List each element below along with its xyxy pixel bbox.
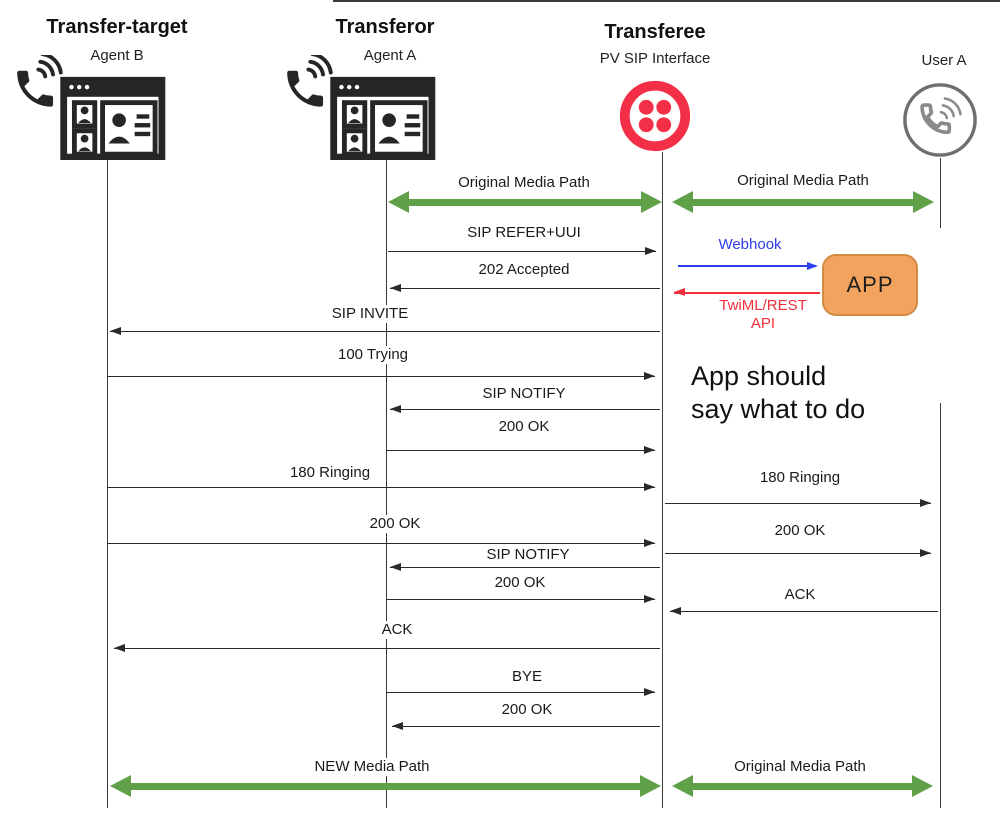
- arrowhead-left: [390, 404, 401, 413]
- green-arrowhead-right: [913, 191, 934, 213]
- actor-title-transferor: Transferor: [335, 16, 435, 38]
- green-arrowhead-left: [672, 775, 693, 797]
- message-label: 100 Trying: [333, 346, 413, 364]
- media-path-label: Original Media Path: [733, 172, 873, 190]
- message-label: 180 Ringing: [755, 469, 845, 487]
- green-arrowhead-right: [912, 775, 933, 797]
- message-label: SIP NOTIFY: [478, 385, 570, 403]
- arrowhead-left: [114, 643, 125, 652]
- app-note: App should say what to do: [691, 360, 865, 426]
- webhook-label: Webhook: [714, 236, 786, 254]
- arrowhead-right: [644, 687, 655, 696]
- arrowhead-left: [110, 326, 121, 335]
- green-arrowhead-right: [641, 191, 662, 213]
- media-path-label: Original Media Path: [454, 174, 594, 192]
- agent-b-phone-browser-icon: [8, 55, 168, 160]
- media-path-label: Original Media Path: [730, 758, 870, 776]
- message-label: 200 OK: [365, 515, 425, 533]
- message-label: 202 Accepted: [474, 261, 574, 279]
- green-arrowhead-right: [640, 775, 661, 797]
- green-arrowhead-left: [110, 775, 131, 797]
- lifeline-transferor: [385, 155, 388, 808]
- arrowhead-right: [645, 246, 656, 255]
- arrowhead-right: [644, 482, 655, 491]
- message-label: SIP INVITE: [327, 305, 413, 323]
- message-label: ACK: [377, 621, 417, 639]
- message-label: SIP NOTIFY: [482, 546, 574, 564]
- actor-title-transfer-target: Transfer-target: [46, 16, 188, 38]
- arrowhead-right: [644, 445, 655, 454]
- message-label: SIP REFER+UUI: [463, 224, 585, 242]
- arrowhead-left: [390, 283, 401, 292]
- message-label: 200 OK: [490, 574, 550, 592]
- actor-subtitle-agent-a: Agent A: [363, 47, 417, 64]
- arrowhead-right-blue: [807, 261, 818, 270]
- arrowhead-left: [670, 606, 681, 615]
- message-label: ACK: [780, 586, 820, 604]
- api-label: API: [746, 315, 780, 333]
- message-label: BYE: [507, 668, 547, 686]
- arrowhead-left: [392, 721, 403, 730]
- message-label: 200 OK: [497, 701, 557, 719]
- twiml-rest-label: TwiML/REST: [715, 297, 811, 315]
- media-path-label: NEW Media Path: [310, 758, 434, 776]
- message-label: 200 OK: [770, 522, 830, 540]
- arrowhead-right: [920, 498, 931, 507]
- agent-a-phone-browser-icon: [278, 55, 438, 160]
- arrowhead-right: [644, 371, 655, 380]
- arrowhead-left-red: [674, 288, 685, 296]
- user-a-phone-circle-icon: [901, 81, 979, 159]
- arrowhead-right: [644, 594, 655, 603]
- actor-subtitle-pv-sip-interface: PV SIP Interface: [599, 50, 711, 67]
- actor-subtitle-agent-b: Agent B: [90, 47, 144, 64]
- twilio-logo-icon: [616, 77, 694, 155]
- lifeline-user-a-lower: [939, 403, 942, 808]
- arrowhead-right: [644, 538, 655, 547]
- actor-title-transferee: Transferee: [604, 21, 706, 43]
- app-note-line1: App should: [691, 361, 827, 391]
- arrowhead-right: [920, 548, 931, 557]
- lifeline-user-a-upper: [939, 158, 942, 228]
- message-label: 200 OK: [494, 418, 554, 436]
- actor-label-user-a: User A: [921, 52, 967, 69]
- top-border-line: [333, 0, 1000, 2]
- lifeline-transfer-target: [106, 158, 109, 808]
- green-arrowhead-left: [388, 191, 409, 213]
- message-label: 180 Ringing: [285, 464, 375, 482]
- lifeline-transferee: [661, 152, 664, 808]
- arrowhead-left: [390, 562, 401, 571]
- app-note-line2: say what to do: [691, 394, 866, 424]
- app-box: APP: [822, 254, 918, 316]
- green-arrowhead-left: [672, 191, 693, 213]
- app-box-label: APP: [846, 272, 894, 297]
